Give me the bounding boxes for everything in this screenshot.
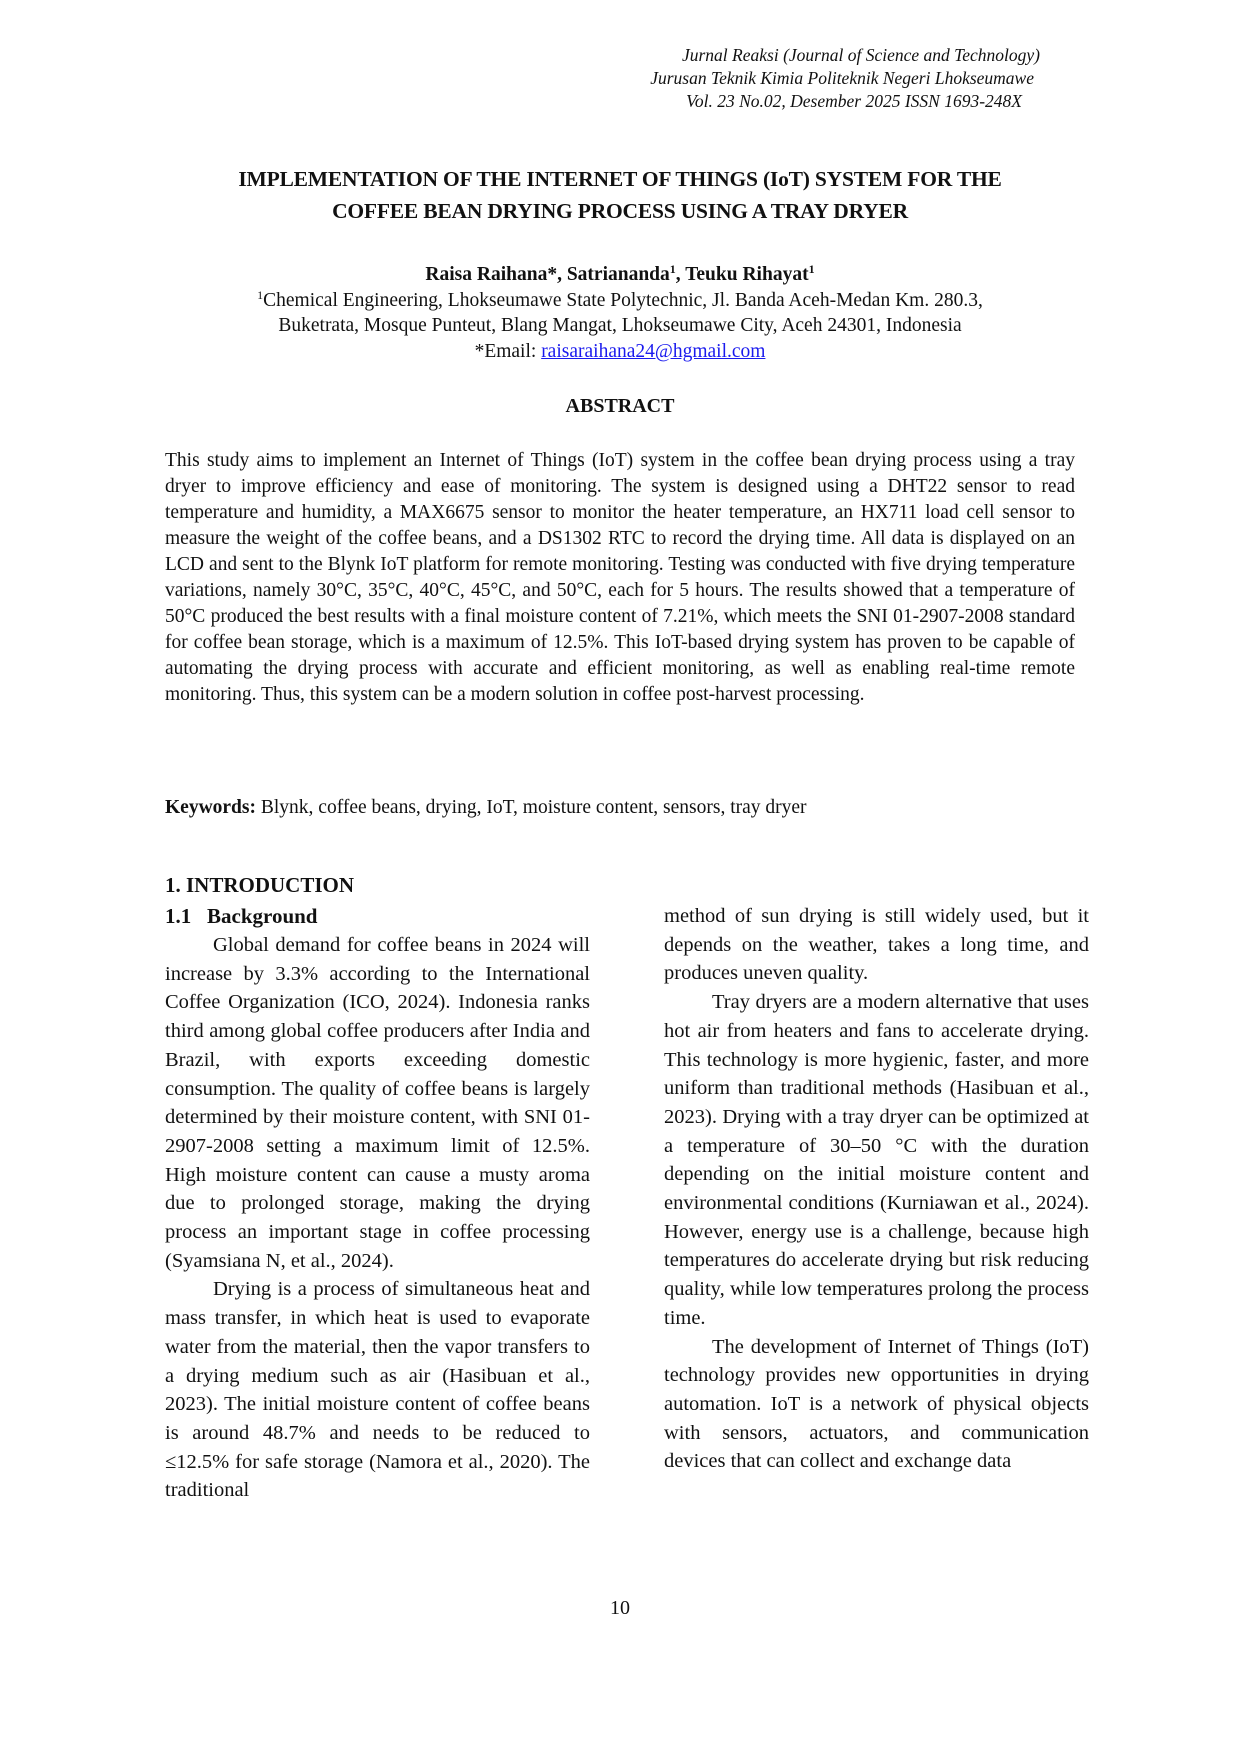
email-link[interactable]: raisaraihana24@hgmail.com: [541, 340, 766, 362]
author-block: Raisa Raihana*, Satriananda1, Teuku Riha…: [150, 262, 1090, 364]
section-heading-introduction: 1. INTRODUCTION: [165, 873, 355, 897]
author-name: Teuku Rihayat: [685, 264, 809, 285]
subsection-number: 1.1: [165, 904, 192, 928]
affiliation-line1: 1Chemical Engineering, Lhokseumawe State…: [150, 288, 1090, 314]
journal-header: Jurnal Reaksi (Journal of Science and Te…: [650, 44, 1040, 113]
author-list: Raisa Raihana*, Satriananda1, Teuku Riha…: [150, 262, 1090, 288]
abstract-text: This study aims to implement an Internet…: [165, 450, 1075, 705]
keywords: Keywords: Blynk, coffee beans, drying, I…: [165, 795, 1075, 821]
affiliation-text: Chemical Engineering, Lhokseumawe State …: [263, 289, 983, 311]
paper-title-line1: IMPLEMENTATION OF THE INTERNET OF THINGS…: [238, 167, 1002, 191]
email-line: *Email: raisaraihana24@hgmail.com: [150, 339, 1090, 365]
page-number: 10: [610, 1597, 630, 1619]
abstract-heading: ABSTRACT: [565, 395, 675, 417]
journal-name: Jurnal Reaksi (Journal of Science and Te…: [681, 45, 1040, 65]
subsection-heading-background: 1.1 Background: [165, 901, 590, 931]
email-label: *Email:: [474, 340, 542, 362]
body-paragraph: Drying is a process of simultaneous heat…: [165, 1278, 590, 1502]
body-paragraph: method of sun drying is still widely use…: [664, 905, 1089, 985]
keywords-label: Keywords:: [165, 797, 256, 818]
subsection-title: Background: [207, 904, 318, 928]
left-column: 1. INTRODUCTION 1.1 Background Global dem…: [165, 869, 590, 1505]
author-name: Satriananda: [566, 264, 670, 285]
author-separator: ,: [675, 264, 686, 285]
journal-volume-issn: Vol. 23 No.02, Desember 2025 ISSN 1693-2…: [686, 91, 1022, 111]
paper-title: IMPLEMENTATION OF THE INTERNET OF THINGS…: [150, 163, 1090, 227]
journal-department: Jurusan Teknik Kimia Politeknik Negeri L…: [650, 68, 1034, 88]
author-separator: ,: [557, 264, 567, 285]
keywords-text: Blynk, coffee beans, drying, IoT, moistu…: [256, 797, 807, 818]
paper-title-line2: COFFEE BEAN DRYING PROCESS USING A TRAY …: [332, 199, 908, 223]
affiliation-marker: 1: [808, 262, 815, 276]
body-paragraph: Tray dryers are a modern alternative tha…: [664, 991, 1089, 1329]
author-name: Raisa Raihana*: [425, 264, 558, 285]
affiliation-marker: 1: [669, 262, 676, 276]
affiliation-line2: Buketrata, Mosque Punteut, Blang Mangat,…: [278, 315, 962, 336]
body-paragraph: The development of Internet of Things (I…: [664, 1335, 1089, 1473]
affiliation-marker: 1: [257, 287, 264, 302]
right-column: method of sun drying is still widely use…: [664, 902, 1089, 1476]
body-paragraph: Global demand for coffee beans in 2024 w…: [165, 934, 590, 1272]
